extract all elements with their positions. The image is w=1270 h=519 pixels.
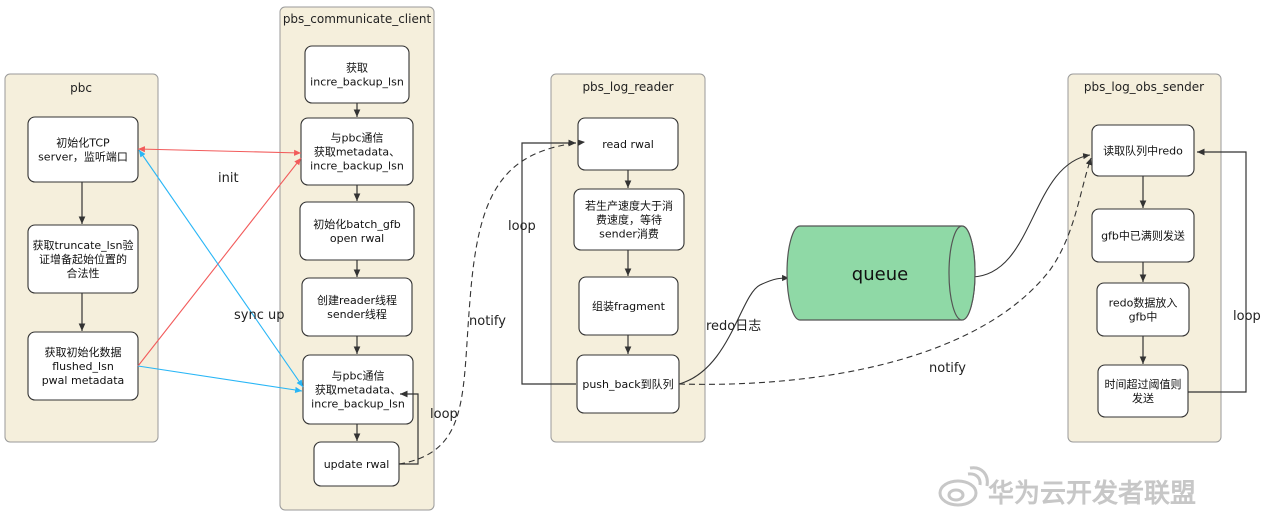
step-text: 读取队列中redo [1103, 144, 1183, 158]
step-box [1096, 282, 1190, 337]
step-text: 时间超过阈值则 [1105, 377, 1182, 391]
step-box [27, 224, 139, 294]
notify-paths [398, 139, 1092, 465]
label-loop-client: loop [430, 407, 458, 422]
step-box [1091, 124, 1195, 177]
sender-step-1: 读取队列中redo [1091, 124, 1195, 177]
weibo-logo-icon [938, 466, 989, 507]
label-notify-right: notify [929, 361, 966, 376]
sync-up-arrows [137, 149, 304, 394]
step-box [1091, 208, 1195, 263]
step-box [1097, 364, 1189, 418]
reader-step-4: push_back到队列 [576, 354, 680, 414]
label-sync-up: sync up [234, 308, 284, 323]
step-text: open rwal [330, 232, 384, 245]
step-text: 获取truncate_lsn验 [33, 238, 134, 252]
step-text: 获取metadata、 [315, 384, 401, 397]
client-step-6: update rwal [313, 441, 400, 487]
step-text: 获取初始化数据 [45, 345, 122, 359]
reader-step-1: read rwal [577, 117, 679, 171]
loop-connectors [399, 139, 1247, 465]
flow-arrows [78, 103, 1147, 441]
step-text: 初始化batch_gfb [313, 217, 400, 231]
step-box [578, 276, 679, 336]
step-text: read rwal [602, 138, 654, 151]
step-text: 合法性 [67, 266, 100, 280]
step-text: 初始化TCP [56, 136, 110, 150]
step-text: gfb中已满则发送 [1101, 229, 1185, 243]
label-notify-left: notify [469, 314, 506, 329]
reader-step-3: 组装fragment [578, 276, 679, 336]
step-text: sender消费 [599, 227, 659, 241]
step-box [27, 116, 139, 183]
step-text: incre_backup_lsn [310, 76, 404, 89]
step-text: incre_backup_lsn [310, 160, 404, 173]
step-text: push_back到队列 [582, 377, 673, 391]
step-text: incre_backup_lsn [311, 398, 405, 411]
step-text: pwal metadata [42, 374, 125, 387]
step-text: 获取metadata、 [314, 146, 400, 159]
step-box [299, 201, 415, 261]
queue-label: queue [852, 264, 908, 285]
lane-title-client: pbs_communicate_client [283, 12, 432, 26]
step-text: 获取 [346, 62, 368, 75]
step-text: gfb中 [1129, 311, 1158, 324]
label-redo-log: redo日志 [706, 319, 761, 334]
lane-title-sender: pbs_log_obs_sender [1084, 80, 1204, 94]
step-text: flushed_lsn [52, 360, 114, 373]
lane-title-pbc: pbc [70, 81, 92, 95]
watermark: 华为云开发者联盟 [938, 466, 1196, 509]
step-text: 创建reader线程 [317, 293, 397, 307]
lane-title-reader: pbs_log_reader [582, 80, 673, 94]
label-init: init [218, 171, 239, 186]
step-box [304, 45, 410, 104]
step-text: redo数据放入 [1109, 296, 1178, 310]
step-text: 费速度，等待 [596, 213, 662, 227]
step-text: 与pbc通信 [330, 132, 383, 145]
label-loop-sender: loop [1233, 309, 1261, 324]
step-text: server，监听端口 [38, 151, 128, 164]
sender-step-2: gfb中已满则发送 [1091, 208, 1195, 263]
step-text: 与pbc通信 [331, 370, 384, 383]
queue-cylinder: queue [786, 225, 976, 321]
step-box [301, 277, 413, 337]
redo-paths [678, 153, 1091, 385]
step-text: update rwal [324, 458, 390, 471]
label-loop-reader: loop [508, 219, 536, 234]
step-text: sender线程 [327, 307, 387, 321]
step-box [573, 188, 685, 251]
watermark-text: 华为云开发者联盟 [988, 478, 1196, 509]
step-text: 若生产速度大于消 [585, 199, 673, 213]
step-boxes: 初始化TCPserver，监听端口获取truncate_lsn验证增备起始位置的… [27, 45, 1195, 487]
step-text: 证增备起始位置的 [39, 252, 127, 266]
step-text: 发送 [1132, 391, 1154, 405]
step-text: 组装fragment [592, 299, 666, 313]
step-box [302, 354, 414, 425]
